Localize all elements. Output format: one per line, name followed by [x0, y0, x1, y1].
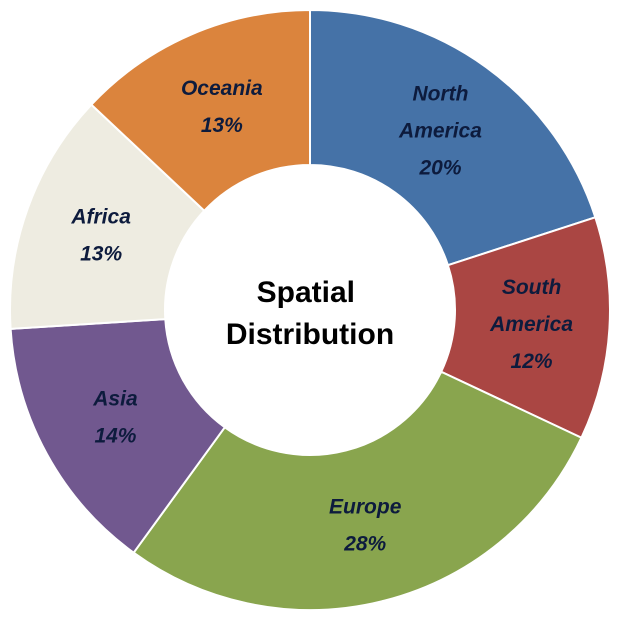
data-label-line: South [502, 276, 561, 299]
chart-title-line-1: Spatial [257, 276, 355, 309]
data-label-line: 20% [418, 156, 461, 179]
data-label-asia: Asia 14% [92, 387, 138, 447]
data-label-africa: Africa 13% [70, 205, 131, 265]
data-label-europe: Europe 28% [329, 496, 402, 556]
data-label-line: Oceania [181, 77, 263, 100]
chart-title-line-2: Distribution [226, 318, 394, 351]
chart-title: Spatial Distribution [226, 276, 394, 351]
donut-slices [9, 9, 611, 611]
data-label-line: Asia [92, 387, 138, 410]
data-label-line: America [489, 313, 573, 336]
data-label-line: America [398, 119, 482, 142]
data-label-line: 13% [201, 114, 243, 137]
data-label-line: 12% [511, 350, 553, 373]
data-label-line: 28% [343, 533, 386, 556]
data-label-oceania: Oceania 13% [181, 77, 263, 137]
data-label-line: North [412, 82, 468, 105]
data-label-line: Europe [329, 496, 402, 519]
donut-center-hole [165, 165, 455, 455]
data-label-line: 14% [94, 424, 136, 447]
data-label-line: 13% [80, 242, 122, 265]
data-label-line: Africa [70, 205, 131, 228]
